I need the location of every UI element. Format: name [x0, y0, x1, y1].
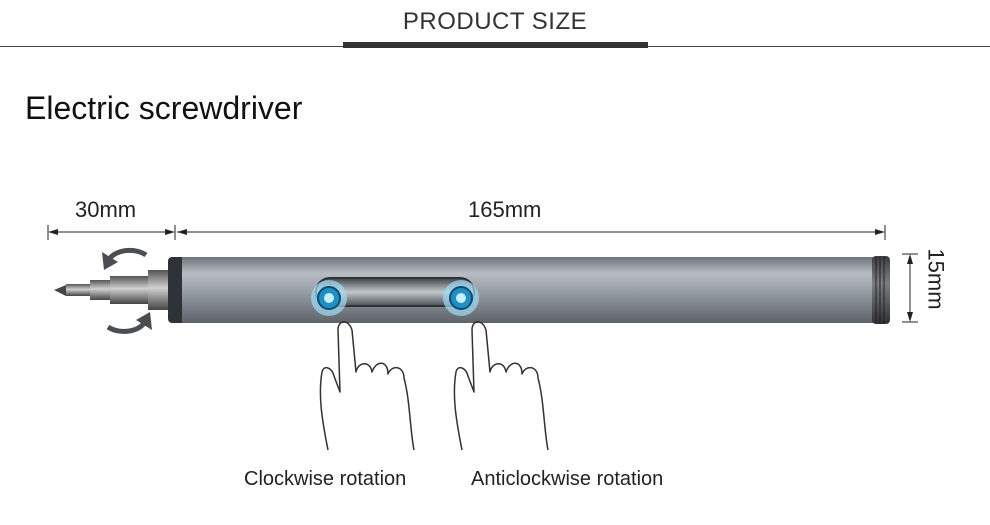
clockwise-label: Clockwise rotation [244, 468, 407, 490]
hand-pointer-icon [319, 321, 415, 451]
product-name: Electric screwdriver [25, 90, 303, 126]
dimension-15mm [902, 253, 918, 323]
dimension-165mm [177, 225, 886, 240]
anticlockwise-label: Anticlockwise rotation [471, 468, 664, 490]
screwdriver-bit [54, 270, 170, 310]
hand-pointer-icon [453, 321, 549, 451]
rotation-arrows-icon [102, 247, 152, 334]
header-accent-bar [343, 42, 648, 48]
anticlockwise-button[interactable] [443, 280, 479, 316]
clockwise-button[interactable] [311, 280, 347, 316]
section-title: PRODUCT SIZE [402, 8, 588, 35]
dimension-label-165mm: 165mm [468, 197, 542, 222]
dimension-label-30mm: 30mm [75, 197, 137, 222]
dimension-30mm [47, 225, 176, 240]
screwdriver-body [168, 256, 890, 324]
dimension-label-15mm: 15mm [923, 248, 949, 310]
